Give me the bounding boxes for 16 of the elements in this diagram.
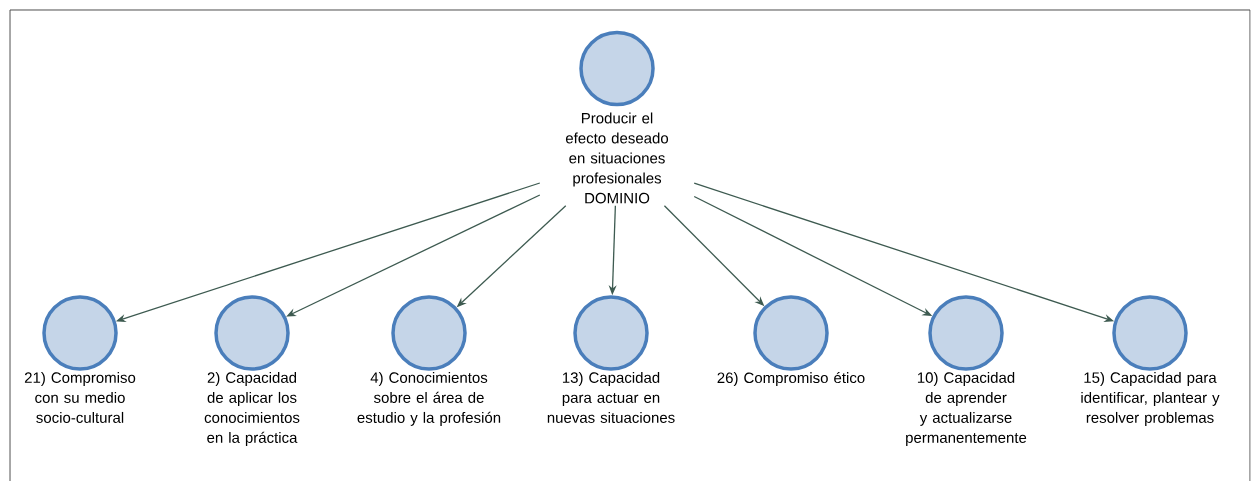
node-label: 26) Compromiso ético [717,371,865,387]
node-label: Producir el efecto deseado en situaciones profesionales DOMINIO [565,112,669,204]
node-label: 4) Conocimientos sobre el área de estudio y la profesión [357,371,501,426]
circle-node: 26) Compromiso ético [717,295,865,387]
node-label: 10) Capacidad de aprender y actualizarse permanentemente [906,371,1027,446]
circle-node: 15) Capacidad para identificar, plantear y resolver problemas [1081,295,1220,426]
circle-node: 21) Compromiso con su medio socio-cultural [24,295,136,423]
circle-node: 13) Capacidad para actuar en nuevas situaciones [547,295,675,423]
node-label: 2) Capacidad de aplicar los conocimientos en la práctica [204,371,300,446]
circle-node: 4) Conocimientos sobre el área de estudio y la profesión [357,295,501,426]
circle-node: 10) Capacidad de aprender y actualizarse permanentemente [906,295,1027,446]
circle-node: Producir el efecto deseado en situaciones profesionales DOMINIO [565,30,669,204]
node-label: 15) Capacidad para identificar, plantear y resolver problemas [1081,371,1220,426]
node-label: 13) Capacidad para actuar en nuevas situaciones [547,371,675,423]
node-label: 21) Compromiso con su medio socio-cultural [24,371,136,423]
circle-node: 2) Capacidad de aplicar los conocimientos en la práctica [204,295,300,446]
